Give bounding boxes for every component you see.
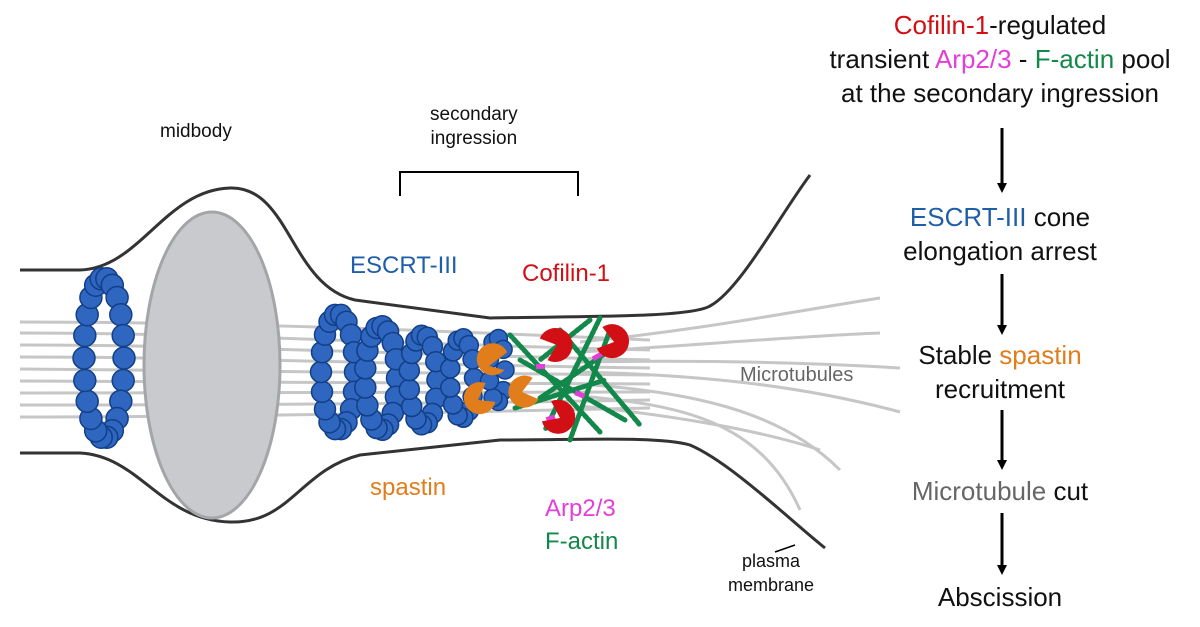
- flow-step-escrt-arrest: ESCRT-III cone elongation arrest: [800, 200, 1200, 268]
- escrt-iii-subunit: [440, 358, 461, 379]
- spastin-proteins: [463, 343, 539, 415]
- midbody-label: midbody: [160, 121, 232, 142]
- flow-spastin-text: spastin: [999, 340, 1082, 370]
- escrt-iii-subunit: [111, 323, 135, 348]
- escrt-iii-subunit: [72, 346, 96, 370]
- plasma-membrane-label: plasma membrane: [728, 551, 815, 595]
- flow-text: Abscission: [937, 582, 1063, 612]
- flow-step-microtubule-cut: Microtubule cut: [800, 474, 1200, 508]
- escrt-iii-subunit: [354, 376, 377, 399]
- plasma-membrane: [20, 174, 826, 550]
- midbody: [142, 210, 282, 520]
- flow-text: -regulated: [989, 10, 1107, 40]
- plasma-membrane-pointer: [774, 544, 796, 553]
- microtubules-label: Microtubules: [740, 364, 854, 386]
- secondary-ingression-bracket: [399, 171, 579, 196]
- escrt-iii-subunit: [109, 302, 133, 327]
- escrt-iii-subunit: [398, 378, 421, 401]
- flow-text: -: [1011, 44, 1035, 74]
- cofilin-1-proteins: [539, 324, 630, 434]
- arp2-3-complexes: [536, 351, 603, 423]
- escrt-iii-subunit: [310, 380, 334, 404]
- flow-step-cofilin-pool: Cofilin-1-regulated transient Arp2/3 - F…: [800, 8, 1200, 110]
- flow-text: at the secondary ingression: [841, 78, 1159, 108]
- escrt-iii-subunit: [73, 323, 97, 348]
- flow-arp-text: Arp2/3: [934, 44, 1012, 74]
- escrt-iii-filament: [72, 267, 515, 449]
- cofilin-1-label: Cofilin-1: [522, 260, 611, 287]
- escrt-iii-subunit: [111, 368, 135, 393]
- secondary-ingression-label: secondary ingression: [430, 104, 518, 149]
- escrt-iii-subunit: [440, 377, 461, 398]
- escrt-iii-label: ESCRT-III: [350, 252, 458, 279]
- flow-mt-text: Microtubule: [911, 476, 1047, 506]
- escrt-iii-subunit: [73, 368, 97, 393]
- escrt-iii-subunit: [309, 360, 333, 384]
- spastin-label: spastin: [370, 474, 447, 501]
- flow-text: cone: [1026, 202, 1091, 232]
- flow-cofilin-text: Cofilin-1: [893, 10, 990, 40]
- flow-step-spastin-recruitment: Stable spastin recruitment: [800, 338, 1200, 406]
- escrt-iii-subunit: [75, 389, 99, 414]
- flow-step-abscission: Abscission: [800, 580, 1200, 614]
- flow-text: elongation arrest: [903, 236, 1097, 266]
- escrt-iii-subunit: [112, 346, 136, 370]
- flow-factin-text: F-actin: [1034, 44, 1115, 74]
- f-actin-label: F-actin: [545, 528, 619, 555]
- flow-text: Stable: [918, 340, 1000, 370]
- flow-text: recruitment: [934, 374, 1066, 404]
- flow-text: pool: [1114, 44, 1171, 74]
- escrt-iii-subunit: [442, 394, 464, 415]
- flow-escrt-text: ESCRT-III: [909, 202, 1027, 232]
- flow-text: transient: [829, 44, 935, 74]
- arp2-3-label: Arp2/3: [545, 495, 616, 522]
- flow-text: cut: [1046, 476, 1089, 506]
